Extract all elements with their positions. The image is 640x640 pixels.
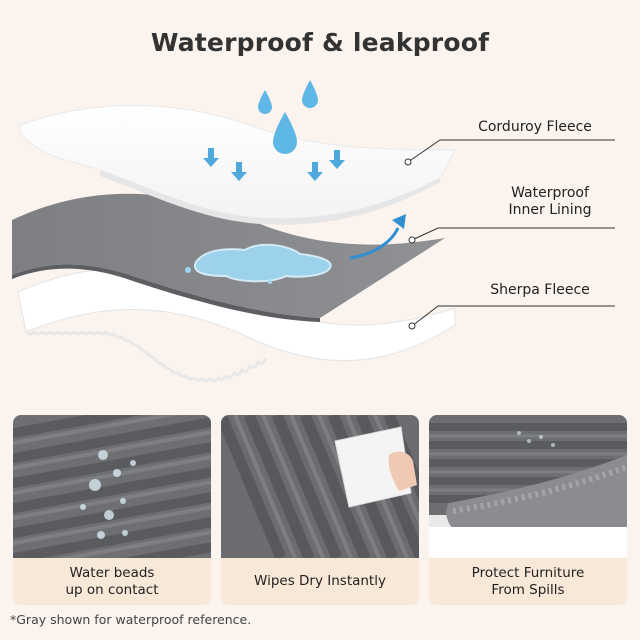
curved-arrow-icon bbox=[349, 227, 400, 260]
panel-water-beads: Water beads up on contact bbox=[13, 415, 211, 605]
water-drop-icon bbox=[258, 90, 272, 114]
down-arrow-icon bbox=[329, 150, 345, 169]
leader-dot bbox=[408, 322, 416, 330]
corduroy-edge bbox=[100, 170, 440, 225]
water-beads-photo bbox=[13, 415, 211, 558]
layer-diagram bbox=[12, 80, 615, 383]
leader-dot bbox=[404, 158, 412, 166]
water-drop-icon bbox=[273, 112, 297, 154]
hand bbox=[388, 451, 417, 491]
leader-line-lining bbox=[411, 227, 615, 241]
down-arrow-icon bbox=[203, 148, 219, 167]
paper-towel bbox=[334, 426, 412, 508]
page-title: Waterproof & leakproof bbox=[150, 28, 490, 57]
caption-protect-furniture: Protect Furniture From Spills bbox=[429, 558, 627, 605]
leader-dot bbox=[408, 236, 416, 244]
wipes-dry-photo bbox=[221, 415, 419, 558]
leader-line-corduroy bbox=[407, 139, 615, 163]
down-arrow-icon bbox=[231, 162, 247, 181]
layer-illustration bbox=[0, 70, 640, 410]
label-waterproof-lining: Waterproof Inner Lining bbox=[508, 185, 592, 218]
panel-wipes-dry: Wipes Dry Instantly bbox=[221, 415, 419, 605]
caption-water-beads: Water beads up on contact bbox=[13, 558, 211, 605]
panel-protect-furniture: Protect Furniture From Spills bbox=[429, 415, 627, 605]
leader-line-sherpa bbox=[411, 305, 615, 327]
water-droplet bbox=[268, 280, 272, 284]
protect-furniture-photo bbox=[429, 415, 627, 558]
label-corduroy-fleece: Corduroy Fleece bbox=[478, 119, 592, 135]
water-droplet bbox=[185, 267, 191, 273]
lining-edge bbox=[12, 264, 320, 322]
caption-wipes-dry: Wipes Dry Instantly bbox=[221, 558, 419, 605]
sherpa-fluff-edge bbox=[24, 329, 268, 383]
down-arrow-icons bbox=[203, 148, 345, 181]
label-sherpa-fleece: Sherpa Fleece bbox=[490, 282, 590, 298]
white-surface bbox=[429, 527, 627, 558]
water-puddle bbox=[193, 243, 332, 283]
footnote: *Gray shown for waterproof reference. bbox=[10, 612, 252, 627]
arrow-head-icon bbox=[392, 214, 406, 229]
water-drop-icon bbox=[302, 80, 318, 108]
down-arrow-icon bbox=[307, 162, 323, 181]
